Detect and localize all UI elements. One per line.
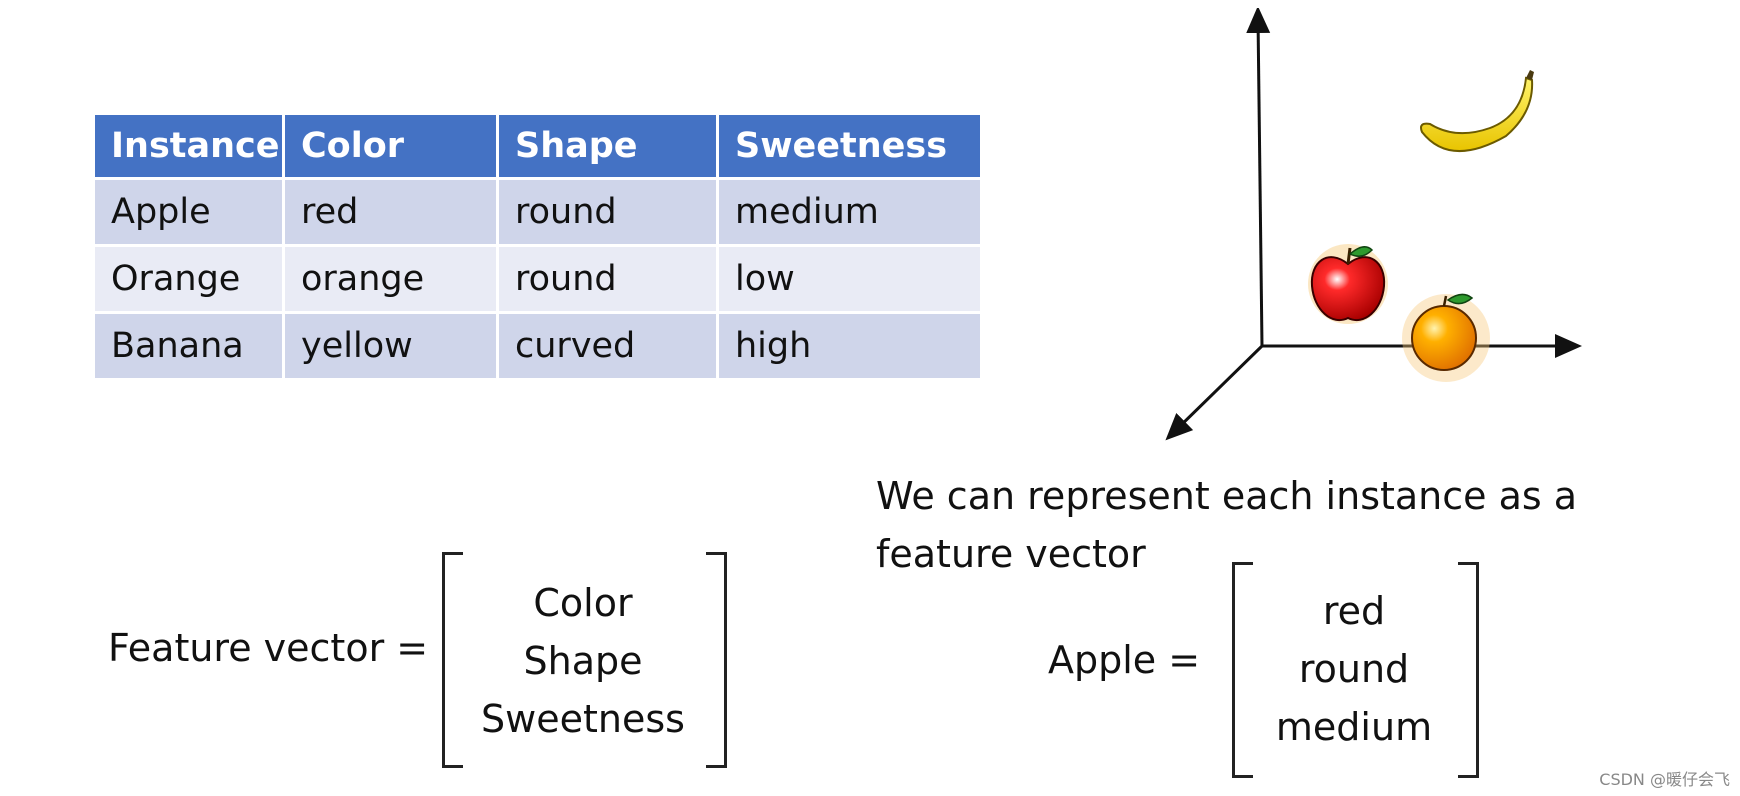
y-axis: [1165, 344, 1264, 441]
explanation-line-1: We can represent each instance as a: [876, 474, 1578, 518]
feature-space-plot: [1165, 8, 1582, 441]
orange-icon: [1402, 293, 1490, 382]
z-axis: [1246, 8, 1271, 347]
vector-entry: medium: [1275, 705, 1433, 749]
explanation-line-2: feature vector: [876, 532, 1146, 576]
apple-vector-entries: red round medium: [1258, 582, 1450, 756]
table-cell: red: [282, 177, 499, 247]
vector-entry: red: [1322, 589, 1386, 633]
table-header-row: Instance Color Shape Sweetness: [92, 112, 983, 180]
header-instance: Instance: [92, 112, 285, 180]
left-bracket: [442, 552, 463, 768]
table-cell: curved: [496, 311, 719, 381]
right-bracket: [706, 552, 727, 768]
feature-vector-entries: Color Shape Sweetness: [468, 574, 698, 748]
watermark: CSDN @暖仔会飞: [1599, 770, 1730, 789]
left-bracket: [1232, 562, 1253, 778]
table-cell: medium: [716, 177, 983, 247]
apple-vector-label: Apple =: [1048, 638, 1201, 682]
table-cell: high: [716, 311, 983, 381]
header-shape: Shape: [496, 112, 719, 180]
table-cell: yellow: [282, 311, 499, 381]
banana-icon: [1418, 68, 1536, 162]
header-color: Color: [282, 112, 499, 180]
table-row: Apple red round medium: [92, 177, 983, 247]
table-cell: Orange: [92, 244, 285, 314]
table-cell: Apple: [92, 177, 285, 247]
feature-vector-label: Feature vector =: [108, 626, 429, 670]
table-cell: orange: [282, 244, 499, 314]
vector-entry: Shape: [523, 639, 643, 683]
table-row: Banana yellow curved high: [92, 311, 983, 381]
right-bracket: [1458, 562, 1479, 778]
table-cell: round: [496, 177, 719, 247]
table-cell: round: [496, 244, 719, 314]
header-sweetness: Sweetness: [716, 112, 983, 180]
vector-entry: Sweetness: [481, 697, 685, 741]
vector-entry: round: [1298, 647, 1410, 691]
table-cell: Banana: [92, 311, 285, 381]
apple-icon: [1308, 244, 1388, 324]
table-cell: low: [716, 244, 983, 314]
feature-table: Instance Color Shape Sweetness Apple red…: [92, 112, 983, 381]
table-row: Orange orange round low: [92, 244, 983, 314]
vector-entry: Color: [533, 581, 633, 625]
